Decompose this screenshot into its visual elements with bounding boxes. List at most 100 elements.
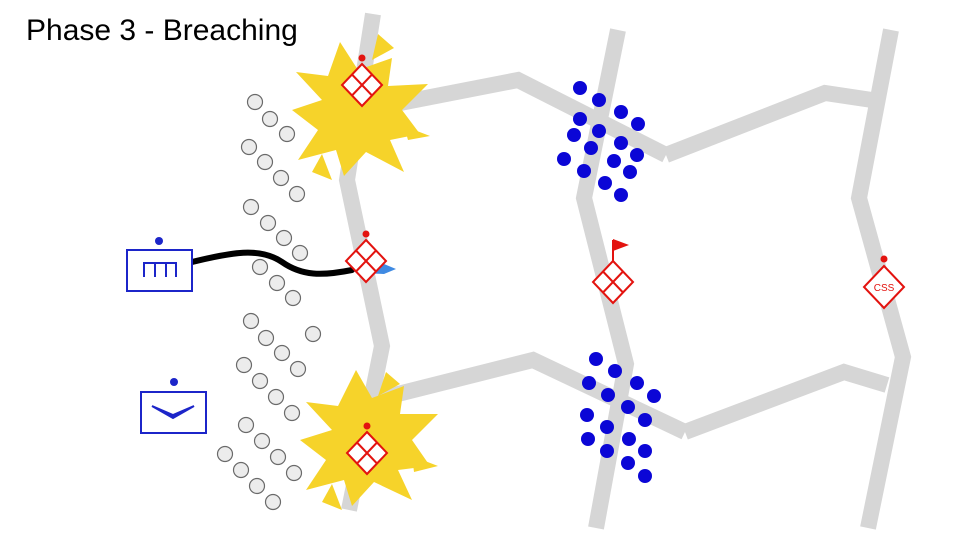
armor-glyph [151, 405, 195, 420]
enemy-dot [573, 112, 587, 126]
connector-upper-left [362, 71, 670, 163]
mine-icon [289, 360, 307, 378]
css-marker-label: CSS [874, 283, 895, 294]
mine-icon [246, 93, 264, 111]
mine-icon [269, 448, 287, 466]
enemy-force-lower [580, 352, 661, 483]
explosion-shard [378, 372, 400, 396]
mine-icon [242, 198, 260, 216]
enemy-dot [638, 413, 652, 427]
explosion-shard [412, 456, 438, 472]
mine-icon [267, 388, 285, 406]
enemy-dot [631, 117, 645, 131]
mine-icon [304, 325, 322, 343]
mine-icon [232, 461, 250, 479]
enemy-dot [621, 456, 635, 470]
enemy-dot [598, 176, 612, 190]
mine-icon [242, 312, 260, 330]
explosion-shard [322, 484, 342, 510]
mine-icon [288, 185, 306, 203]
mine-icon [237, 416, 255, 434]
enemy-dot [614, 188, 628, 202]
enemy-dot [584, 141, 598, 155]
enemy-dot [614, 136, 628, 150]
page-title: Phase 3 - Breaching [26, 14, 298, 47]
engineer-glyph [143, 262, 177, 277]
enemy-dot [630, 148, 644, 162]
explosion-shard [312, 154, 332, 180]
enemy-dot [600, 420, 614, 434]
flag-icon [613, 239, 629, 251]
connector-upper-right [663, 84, 874, 163]
enemy-symbol-flag [591, 239, 635, 305]
symbol-dot [155, 237, 163, 245]
enemy-symbol-lower [345, 422, 389, 476]
enemy-dot [623, 165, 637, 179]
explosion-shard [404, 126, 430, 140]
mine-icon [216, 445, 234, 463]
friendly-unit-engineer [126, 237, 193, 292]
enemy-dot [608, 364, 622, 378]
friendly-unit-armor [140, 378, 207, 434]
mine-icon [235, 356, 253, 374]
css-marker-icon [862, 264, 906, 310]
mine-icon [240, 138, 258, 156]
enemy-dot [567, 128, 581, 142]
enemy-dot [647, 389, 661, 403]
mine-icon [272, 169, 290, 187]
mine-icon [284, 289, 302, 307]
enemy-dot [581, 432, 595, 446]
enemy-dot [582, 376, 596, 390]
enemy-dot [592, 93, 606, 107]
minefield [216, 93, 322, 511]
enemy-dot [589, 352, 603, 366]
symbol-dot [880, 255, 888, 263]
mine-icon [251, 372, 269, 390]
mine-icon [273, 344, 291, 362]
enemy-dot [607, 154, 621, 168]
obstacle-lines [338, 12, 912, 530]
friendly-unit-icon [126, 249, 193, 292]
mine-icon [278, 125, 296, 143]
explosion-upper [292, 34, 430, 180]
enemy-force-upper [557, 81, 645, 202]
enemy-dot [601, 388, 615, 402]
breach-line [185, 249, 355, 277]
enemy-dot [638, 469, 652, 483]
enemy-dot [557, 152, 571, 166]
enemy-dot [621, 400, 635, 414]
mine-icon [248, 477, 266, 495]
mine-icon [283, 404, 301, 422]
enemy-dot [577, 164, 591, 178]
symbol-dot [170, 378, 178, 386]
mine-icon [275, 229, 293, 247]
mine-icon [261, 110, 279, 128]
enemy-dot [638, 444, 652, 458]
symbol-dot [362, 230, 370, 238]
mine-icon [268, 274, 286, 292]
mine-icon [259, 214, 277, 232]
enemy-symbol-center-left [344, 230, 388, 284]
explosion-shard [372, 34, 394, 60]
enemy-dot [580, 408, 594, 422]
mine-icon [257, 329, 275, 347]
mine-icon [264, 493, 282, 511]
enemy-dot [622, 432, 636, 446]
enemy-dot [614, 105, 628, 119]
symbol-dot [358, 54, 366, 62]
symbol-dot [363, 422, 371, 430]
mine-icon [251, 258, 269, 276]
mine-icon [256, 153, 274, 171]
explosion-icon [292, 42, 428, 176]
enemy-dot [592, 124, 606, 138]
enemy-dot [600, 444, 614, 458]
mine-icon [253, 432, 271, 450]
enemy-dot [573, 81, 587, 95]
friendly-unit-icon [140, 391, 207, 434]
mine-icon [285, 464, 303, 482]
mine-icon [291, 244, 309, 262]
enemy-symbol-upper [340, 54, 384, 108]
enemy-symbol-css: CSS [862, 255, 906, 310]
